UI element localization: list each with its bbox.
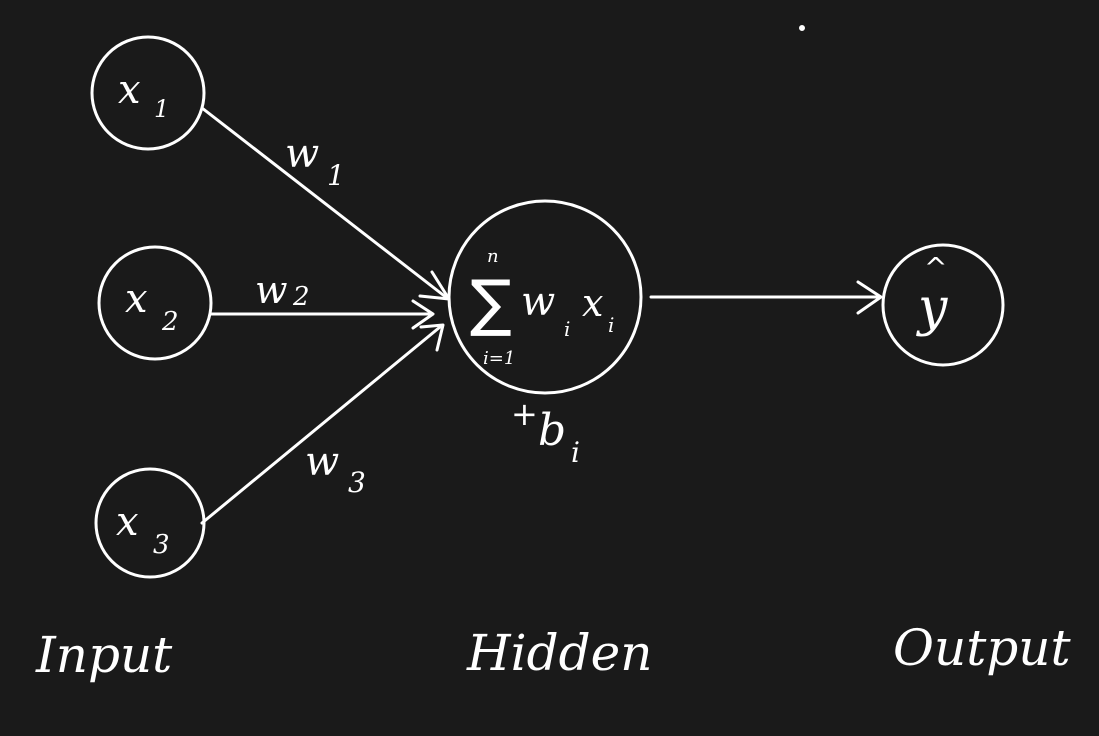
w3-subscript: 3: [348, 466, 366, 499]
w2-subscript: 2: [292, 282, 310, 312]
edge-x1-hidden: [200, 106, 449, 300]
w1-label: w: [285, 131, 319, 177]
x1-label: x: [118, 67, 141, 113]
w1-subscript: 1: [327, 159, 345, 192]
x2-label: x: [125, 276, 148, 322]
x3-subscript: 3: [153, 530, 170, 560]
term-w-subscript: i: [564, 317, 570, 341]
bias-plus: +: [511, 395, 538, 433]
output-hat: ^: [924, 251, 947, 284]
input-node-x1: [90, 35, 206, 151]
w2-label: w: [255, 268, 288, 312]
arrowhead-output: [856, 280, 883, 315]
sum-upper-limit: n: [487, 246, 499, 267]
output-y: y: [916, 278, 948, 338]
input-node-x2: [97, 245, 213, 361]
x3-label: x: [116, 499, 139, 545]
arrowhead-x1: [418, 270, 451, 301]
w3-label: w: [305, 439, 339, 485]
sum-lower-limit: i=1: [483, 348, 515, 369]
input-node-x3: [94, 467, 206, 579]
x1-subscript: 1: [154, 95, 169, 123]
term-w: w: [521, 279, 555, 325]
stray-dot: [799, 25, 805, 31]
arrowhead-x2: [411, 299, 435, 330]
sum-symbol: ∑: [470, 266, 512, 339]
layer-label-output: Output: [893, 619, 1071, 677]
bias-subscript: i: [571, 436, 580, 469]
term-x: x: [582, 281, 603, 325]
bias-b: b: [538, 405, 566, 456]
term-x-subscript: i: [608, 313, 614, 337]
layer-label-hidden: Hidden: [466, 624, 652, 682]
arrowhead-x3: [419, 323, 445, 352]
layer-label-input: Input: [35, 626, 173, 684]
x2-subscript: 2: [161, 307, 179, 337]
edge-x3-hidden: [200, 325, 442, 525]
output-node: [881, 243, 1005, 367]
